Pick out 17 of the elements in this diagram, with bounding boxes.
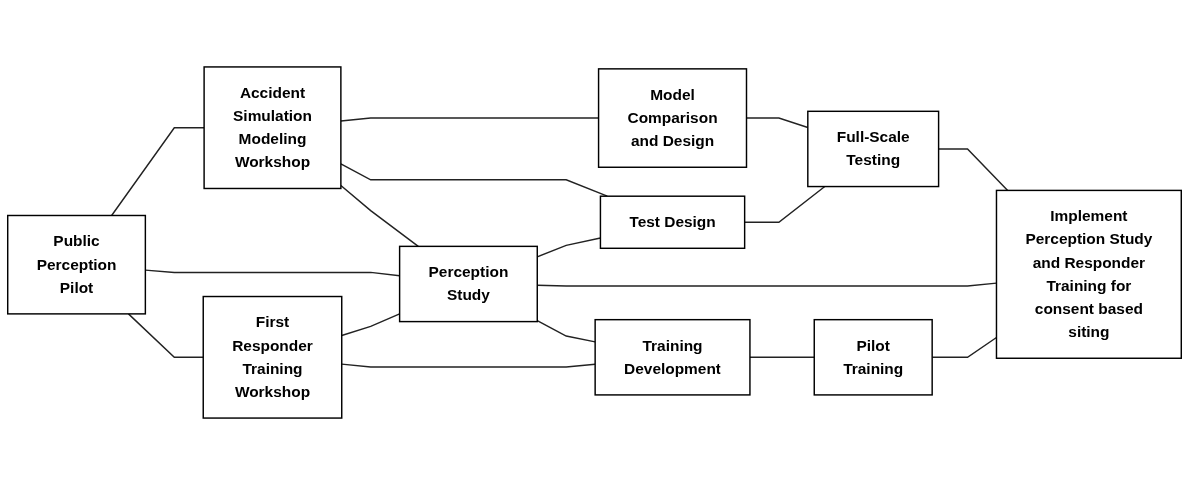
node-box: Accident Simulation Modeling Workshop (203, 66, 342, 190)
connector (536, 319, 596, 343)
node-box: Test Design (599, 195, 746, 249)
connector (340, 163, 608, 197)
node-box: Model Comparison and Design (597, 68, 748, 168)
node-box: Training Development (594, 318, 751, 396)
connector (110, 127, 205, 217)
node-box: Pilot Training (813, 318, 933, 396)
node-box: Implement Perception Study and Responder Training for consent based siting (995, 189, 1182, 359)
node-box: Public Perception Pilot (7, 214, 147, 315)
connector (749, 356, 815, 358)
connector (341, 363, 596, 368)
node-box: First Responder Training Workshop (202, 295, 343, 419)
node-box: Perception Study (398, 245, 538, 323)
connector (340, 184, 419, 248)
connector (127, 313, 204, 358)
node-box: Full-Scale Testing (807, 110, 940, 188)
